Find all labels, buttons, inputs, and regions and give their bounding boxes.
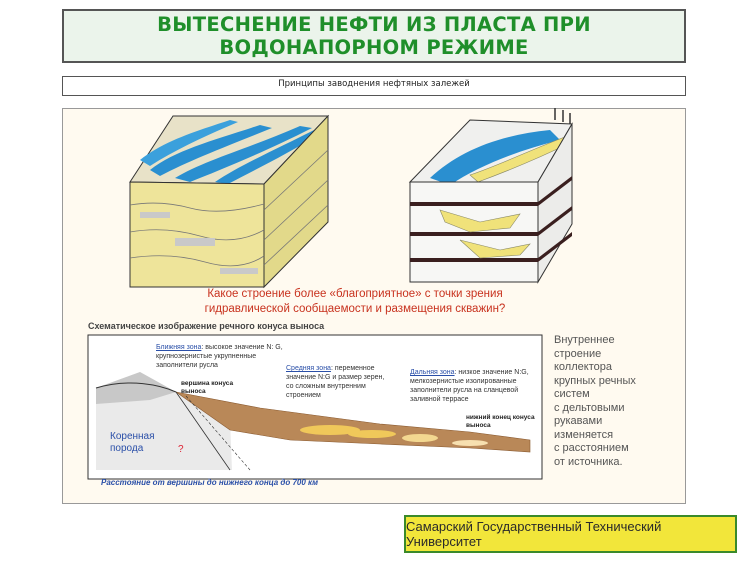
- fan-bottom-label: нижний конец конуса выноса: [466, 414, 535, 429]
- distance-caption: Расстояние от вершины до нижнего конца д…: [101, 478, 318, 487]
- right-text-line: Внутреннее: [554, 334, 615, 346]
- right-text-line: строение: [554, 347, 602, 360]
- question-text: Какое строение более «благоприятное» с т…: [170, 287, 540, 317]
- slide-title-line1: ВЫТЕСНЕНИЕ НЕФТИ ИЗ ПЛАСТА ПРИ: [157, 13, 591, 36]
- near-zone-text: : высокое значение N: G, крупнозернистые…: [156, 344, 283, 369]
- fan-top-label: вершина конуса выноса: [181, 380, 234, 395]
- question-line2: гидравлической сообщаемости и размещения…: [204, 303, 506, 315]
- right-text-line: рукавами: [554, 415, 603, 427]
- middle-zone-text: : переменное значение N:G и размер зерен…: [286, 365, 385, 399]
- right-description: Внутреннее строение коллектора крупных р…: [554, 334, 674, 469]
- near-zone-name: Ближняя зона: [156, 344, 202, 351]
- far-zone-text: : низкое значение N:G, мелкозернистые из…: [410, 369, 529, 403]
- bedrock-label-2: порода: [110, 443, 144, 454]
- university-footer: Самарский Государственный Технический Ун…: [404, 515, 737, 553]
- near-zone-label: Ближняя зона: высокое значение N: G, кру…: [156, 343, 284, 370]
- bedrock-label: Коренная порода: [110, 431, 155, 455]
- bedrock-label-1: Коренная: [110, 431, 155, 442]
- title-box: ВЫТЕСНЕНИЕ НЕФТИ ИЗ ПЛАСТА ПРИ ВОДОНАПОР…: [62, 9, 686, 63]
- right-text-line: от источника.: [554, 455, 623, 468]
- right-text-line: систем: [554, 388, 590, 400]
- question-mark: ?: [178, 444, 184, 455]
- right-text-line: с дельтовыми: [554, 401, 625, 414]
- middle-zone-label: Средняя зона: переменное значение N:G и …: [286, 364, 386, 400]
- scheme-title: Схематическое изображение речного конуса…: [88, 321, 325, 331]
- slide-subtitle: Принципы заводнения нефтяных залежей: [62, 76, 686, 96]
- middle-zone-name: Средняя зона: [286, 365, 331, 372]
- far-zone-name: Дальняя зона: [410, 369, 455, 376]
- question-line1: Какое строение более «благоприятное» с т…: [207, 288, 503, 300]
- right-text-line: коллектора: [554, 361, 612, 373]
- right-text-line: крупных речных: [554, 374, 636, 387]
- far-zone-label: Дальняя зона: низкое значение N:G, мелко…: [410, 368, 538, 404]
- right-text-line: изменяется: [554, 428, 614, 441]
- slide-title-line2: ВОДОНАПОРНОМ РЕЖИМЕ: [219, 36, 529, 59]
- right-text-line: с расстоянием: [554, 442, 629, 454]
